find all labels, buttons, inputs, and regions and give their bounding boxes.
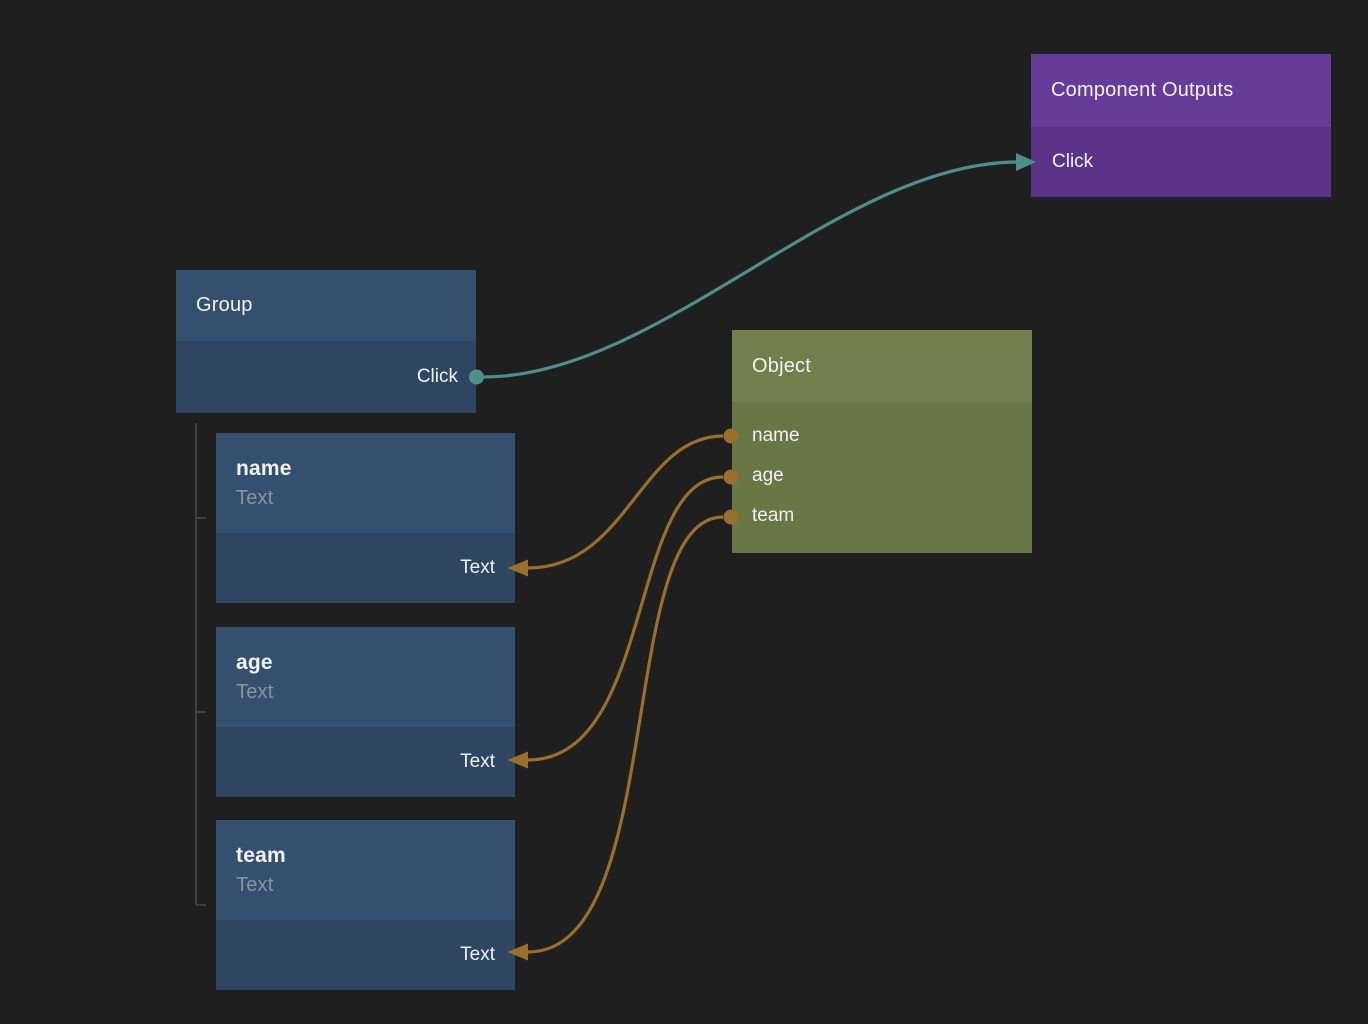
edge-curve[interactable] xyxy=(527,434,724,570)
field-node-type-label: Text xyxy=(236,874,274,896)
edge-object-age-to-age-text[interactable] xyxy=(507,469,739,769)
group-node-header[interactable]: Group xyxy=(176,270,476,341)
object-team-output-port-row[interactable]: team xyxy=(732,496,1032,536)
age-field-node-header[interactable]: age Text xyxy=(216,627,515,727)
name-text-input-port-row[interactable]: Text xyxy=(216,533,515,603)
field-node-type-label: Text xyxy=(236,681,274,703)
component-outputs-node[interactable]: Component Outputs Click xyxy=(1031,54,1331,197)
field-node-type-label: Text xyxy=(236,487,274,509)
port-label: Text xyxy=(460,557,495,578)
edge-object-team-to-team-text[interactable] xyxy=(507,509,739,961)
component-outputs-node-header[interactable]: Component Outputs xyxy=(1031,54,1331,127)
team-field-node-header[interactable]: team Text xyxy=(216,820,515,920)
object-node-body: name age team xyxy=(732,402,1032,553)
name-field-node-body: Text xyxy=(216,533,515,603)
team-field-node[interactable]: team Text Text xyxy=(216,820,515,990)
port-label: Text xyxy=(460,751,495,772)
field-node-title: team xyxy=(236,844,286,867)
port-label: name xyxy=(752,425,800,446)
port-label: Click xyxy=(416,366,458,387)
port-label: team xyxy=(752,505,795,526)
object-node-title: Object xyxy=(752,354,812,377)
object-node-header[interactable]: Object xyxy=(732,330,1032,402)
component-outputs-node-title: Component Outputs xyxy=(1051,79,1234,101)
age-field-node[interactable]: age Text Text xyxy=(216,627,515,797)
component-outputs-node-body: Click xyxy=(1031,127,1331,197)
edge-curve[interactable] xyxy=(527,475,724,762)
name-field-node-header[interactable]: name Text xyxy=(216,433,515,533)
object-node[interactable]: Object name age team xyxy=(732,330,1032,553)
age-text-input-port-row[interactable]: Text xyxy=(216,727,515,797)
group-node-body: Click xyxy=(176,341,476,413)
team-text-input-port-row[interactable]: Text xyxy=(216,920,515,990)
group-node-title: Group xyxy=(196,294,253,316)
field-node-title: age xyxy=(236,651,273,674)
component-outputs-click-input-port-row[interactable]: Click xyxy=(1031,127,1331,197)
port-label: age xyxy=(752,465,784,486)
field-node-title: name xyxy=(236,457,292,480)
group-click-output-port-row[interactable]: Click xyxy=(176,341,476,413)
object-name-output-port-row[interactable]: name xyxy=(732,416,1032,456)
group-node[interactable]: Group Click xyxy=(176,270,476,413)
name-field-node[interactable]: name Text Text xyxy=(216,433,515,603)
age-field-node-body: Text xyxy=(216,727,515,797)
edge-curve[interactable] xyxy=(527,515,724,954)
group-children-connector xyxy=(195,423,206,906)
edge-object-name-to-name-text[interactable] xyxy=(507,428,739,577)
object-age-output-port-row[interactable]: age xyxy=(732,456,1032,496)
port-label: Click xyxy=(1052,151,1094,172)
port-label: Text xyxy=(460,944,495,965)
team-field-node-body: Text xyxy=(216,920,515,990)
